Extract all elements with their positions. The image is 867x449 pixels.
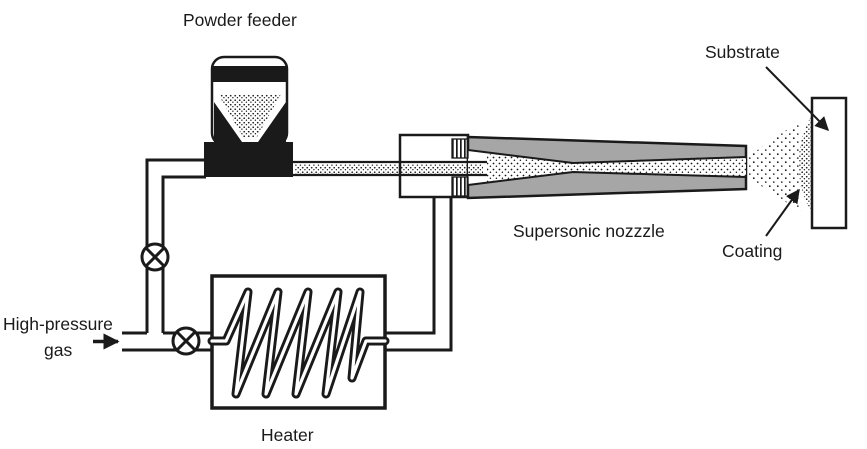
powder-fill [218, 94, 281, 137]
gas-piping [122, 158, 453, 352]
pipe-riser-outer [145, 158, 206, 333]
coating-pointer-arrow-icon [765, 188, 800, 237]
heater [207, 274, 390, 410]
powder-feeder-label: Powder feeder [183, 10, 297, 30]
substrate-label: Substrate [705, 42, 780, 62]
spray-and-substrate [746, 96, 848, 230]
high-pressure-gas-label-line1: High-pressure [3, 314, 113, 334]
coating-label: Coating [722, 241, 782, 261]
substrate-pointer-arrow-icon [765, 66, 829, 131]
supersonic-nozzle-label: Supersonic nozzzle [513, 221, 665, 241]
pipe-heater-out-outer [385, 197, 453, 352]
injector-flange-top [451, 138, 469, 159]
powder-feeder [204, 55, 293, 177]
high-pressure-gas-label-line2: gas [44, 340, 72, 360]
supersonic-nozzle [293, 133, 748, 200]
annotation-arrows [765, 66, 829, 237]
powder-feeder-wedge-left [214, 102, 242, 142]
injector-flange-bottom [451, 176, 469, 197]
pipe-heater-out-inner [385, 197, 436, 335]
pipe-riser-inner [161, 175, 206, 333]
valve-icon [140, 242, 170, 272]
coating-layer [798, 116, 811, 212]
nozzle-spray [487, 154, 746, 182]
powder-feeder-wedge-right [258, 102, 286, 142]
feed-tube-powder [295, 164, 483, 174]
powder-feeder-lid-band [213, 66, 286, 82]
heater-label: Heater [261, 425, 314, 445]
valve-icon [171, 326, 201, 356]
heater-coil-highlight [210, 290, 387, 396]
labels: Powder feeder Substrate Supersonic nozzz… [3, 10, 782, 445]
powder-feeder-base [204, 142, 293, 177]
